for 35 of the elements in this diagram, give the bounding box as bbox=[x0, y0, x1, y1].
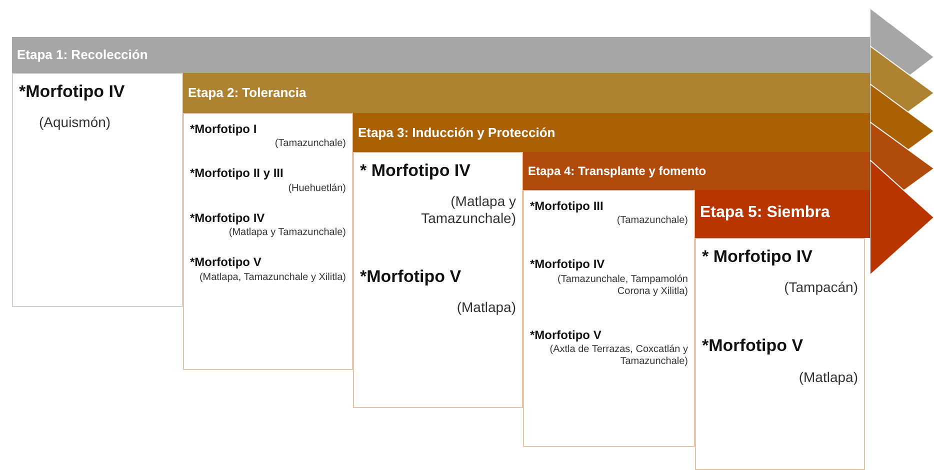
morphotype-name: *Morfotipo IV bbox=[19, 82, 126, 102]
stage-card bbox=[353, 152, 523, 408]
stage-card bbox=[523, 190, 695, 447]
morphotype-name: *Morfotipo V bbox=[530, 328, 602, 342]
stage-card bbox=[695, 238, 865, 470]
location-text: (Huehuetlán) bbox=[287, 182, 346, 195]
morphotype-name: * Morfotipo IV bbox=[360, 161, 472, 182]
stage-title: Etapa 1: Recolección bbox=[17, 47, 148, 62]
stage-card bbox=[12, 73, 183, 307]
morphotype-name: *Morfotipo V bbox=[360, 266, 462, 288]
morphotype-name: *Morfotipo IV bbox=[530, 257, 606, 272]
stage-title: Etapa 2: Tolerancia bbox=[188, 85, 306, 100]
location-text: (Aquismón) bbox=[38, 114, 112, 132]
stage-card bbox=[183, 113, 353, 370]
morphotype-name: *Morfotipo V bbox=[702, 336, 804, 357]
location-text: (Matlapa y Tamazunchale) bbox=[420, 193, 516, 227]
morphotype-name: *Morfotipo III bbox=[530, 199, 604, 214]
morphotype-name: *Morfotipo V bbox=[190, 255, 262, 270]
location-text: (Matlapa) bbox=[456, 299, 516, 316]
morphotype-name: *Morfotipo IV bbox=[190, 210, 266, 226]
stage-title: Etapa 5: Siembra bbox=[700, 204, 830, 222]
location-text: (Axtla de Terrazas, Coxcatlán y Tamazunchale) bbox=[548, 344, 688, 368]
location-text: (Matlapa) bbox=[798, 368, 858, 386]
stage-title: Etapa 4: Transplante y fomento bbox=[528, 164, 706, 178]
morphotype-name: *Morfotipo I bbox=[190, 122, 258, 136]
location-text: (Matlapa, Tamazunchale y Xilitla) bbox=[198, 272, 346, 284]
stage-title: Etapa 3: Inducción y Protección bbox=[358, 124, 556, 140]
location-text: (Tampacán) bbox=[783, 279, 858, 296]
stage-banner bbox=[695, 190, 870, 238]
morphotype-name: *Morfotipo II y III bbox=[190, 166, 284, 181]
location-text: (Tamazunchale) bbox=[616, 215, 688, 228]
location-text: (Tamazunchale) bbox=[274, 138, 346, 150]
location-text: (Matlapa y Tamazunchale) bbox=[228, 227, 346, 240]
location-text: (Tamazunchale, Tampamolón Corona y Xilitla) bbox=[556, 274, 688, 298]
morphotype-name: * Morfotipo IV bbox=[702, 247, 814, 268]
